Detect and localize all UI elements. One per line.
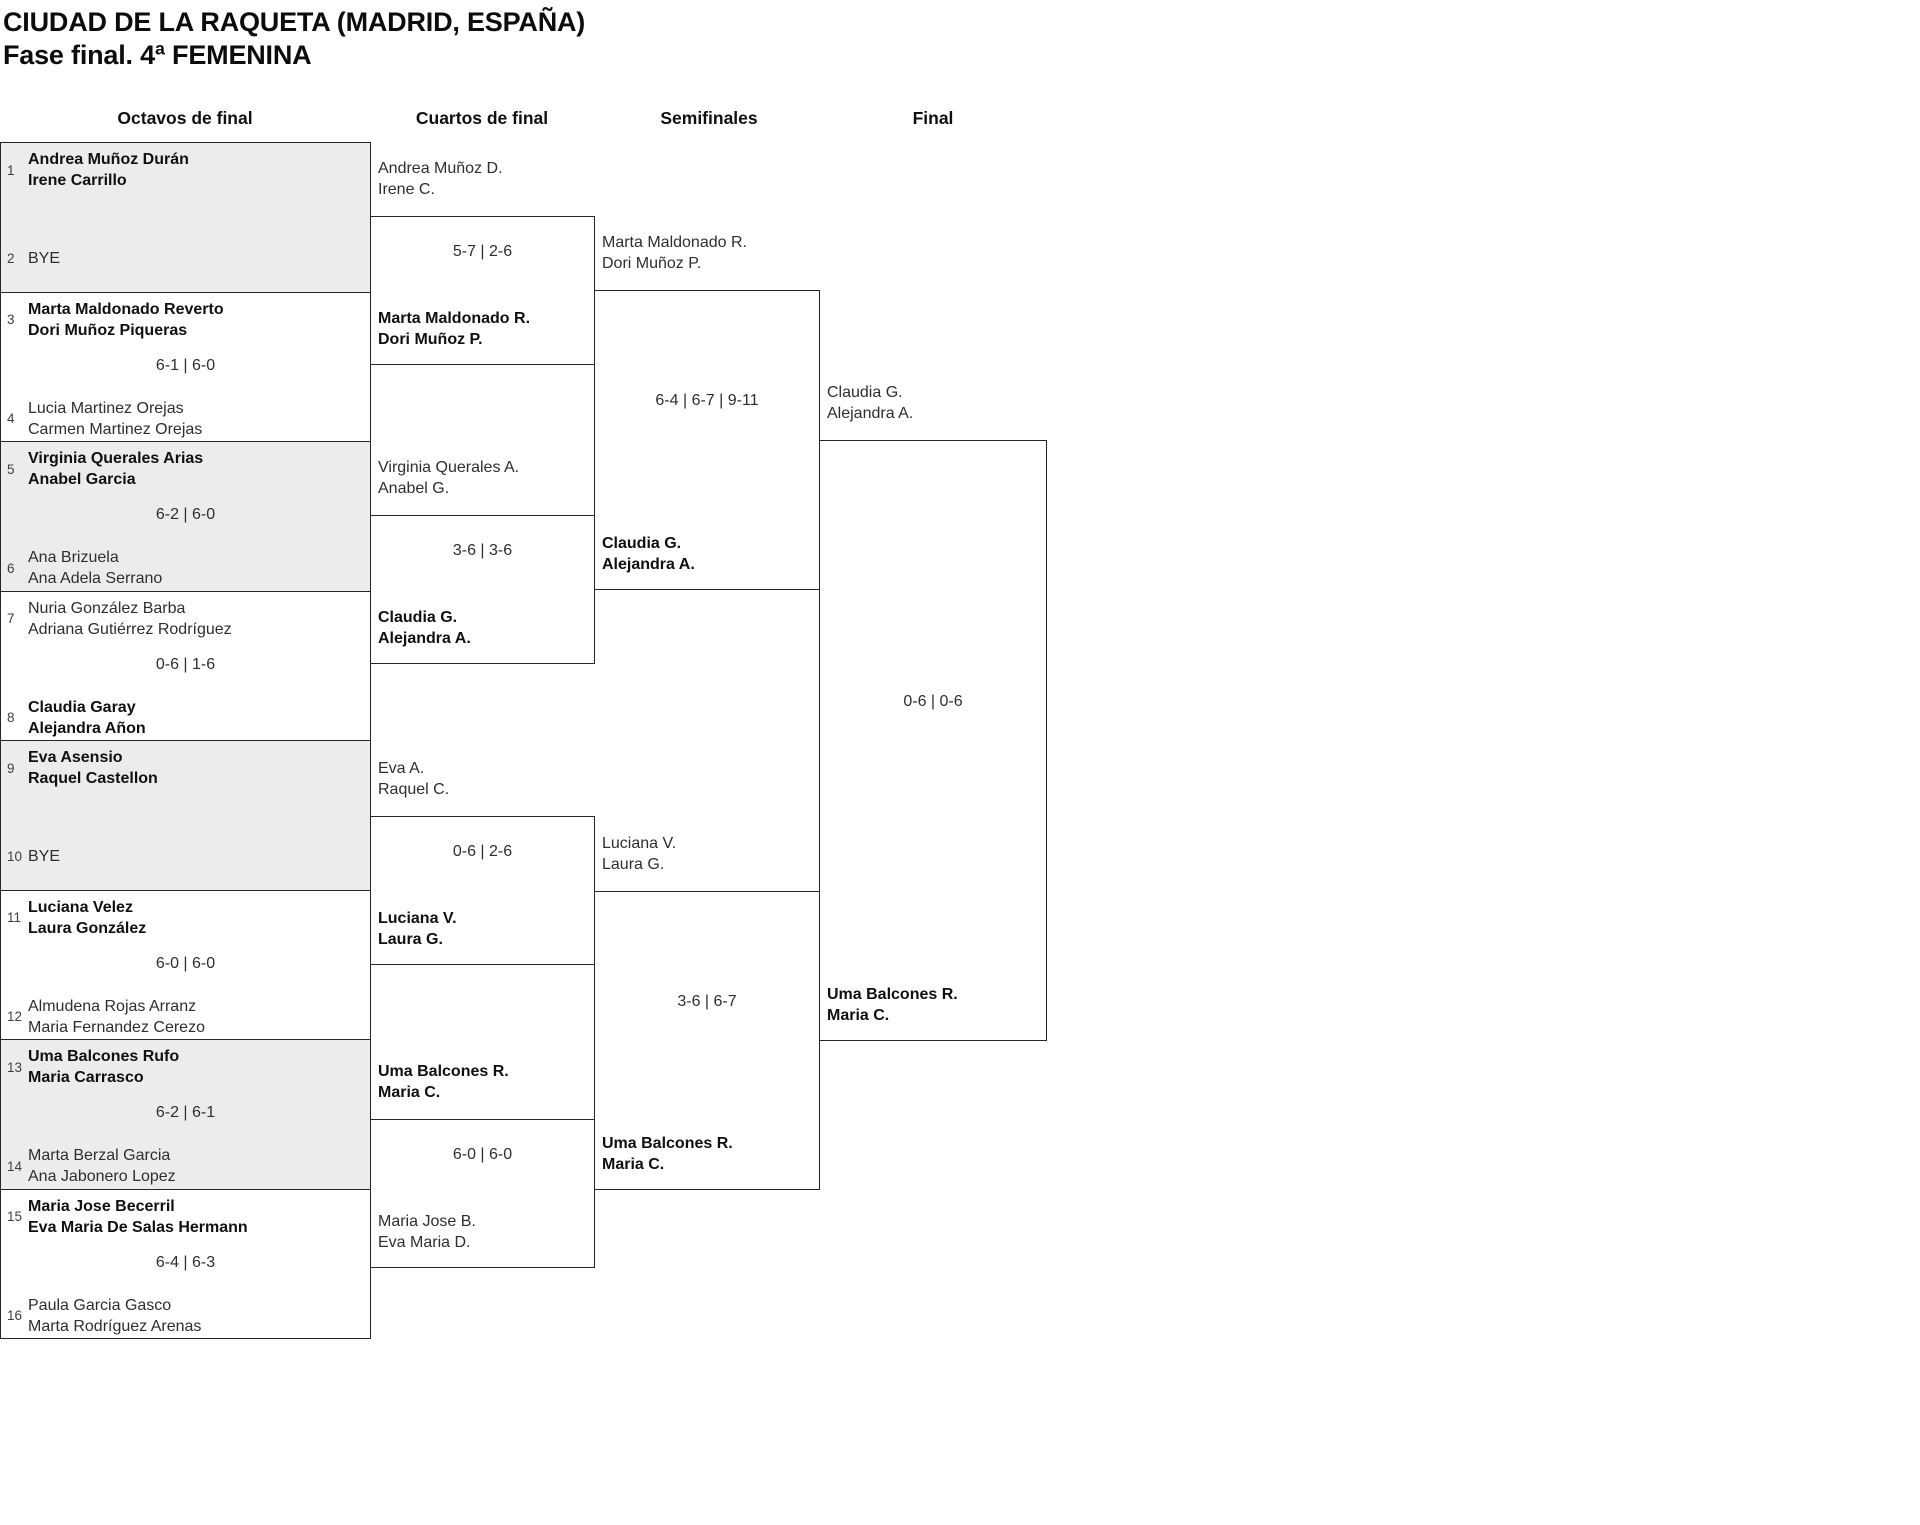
- team-names: Claudia Garay Alejandra Añon: [28, 698, 146, 737]
- team-entry: 10 BYE: [7, 846, 366, 867]
- team-entry: 5 Virginia Querales Arias Anabel Garcia: [7, 448, 366, 490]
- team-entry: 2 BYE: [7, 248, 366, 269]
- team-names: Claudia G. Alejandra A.: [602, 535, 695, 573]
- round-header-final: Final: [912, 108, 954, 128]
- seed-number: 2: [7, 251, 15, 266]
- r16-match-3: 5 Virginia Querales Arias Anabel Garcia …: [0, 441, 371, 592]
- seed-number: 8: [7, 710, 15, 725]
- r16-match-8: 15 Maria Jose Becerril Eva Maria De Sala…: [0, 1188, 371, 1339]
- team-names: Marta Maldonado Reverto Dori Muñoz Pique…: [28, 300, 224, 339]
- team-names: Virginia Querales Arias Anabel Garcia: [28, 450, 204, 488]
- match-score: 0-6 | 2-6: [452, 843, 513, 860]
- semifinal-match-2: Luciana V. Laura G. 3-6 | 6-7 Uma Balcon…: [594, 835, 820, 1190]
- page-title: CIUDAD DE LA RAQUETA (MADRID, ESPAÑA) Fa…: [3, 6, 585, 72]
- team-names: Marta Maldonado R. Dori Muñoz P.: [602, 234, 747, 272]
- match-score: 6-0 | 6-0: [452, 1146, 513, 1163]
- team-names: Maria Jose Becerril Eva Maria De Salas H…: [28, 1197, 248, 1236]
- team-names: Uma Balcones Rufo Maria Carrasco: [28, 1048, 180, 1086]
- semifinal-match-1: Marta Maldonado R. Dori Muñoz P. 6-4 | 6…: [594, 234, 820, 590]
- team-entry: 6 Ana Brizuela Ana Adela Serrano: [7, 547, 366, 589]
- team-names: Paula Garcia Gasco Marta Rodríguez Arena…: [28, 1296, 202, 1335]
- team-names: Eva A. Raquel C.: [378, 760, 450, 798]
- tournament-title: CIUDAD DE LA RAQUETA (MADRID, ESPAÑA): [3, 7, 586, 37]
- team-names: Maria Jose B. Eva Maria D.: [378, 1213, 476, 1251]
- team-entry: 4 Lucia Martinez Orejas Carmen Martinez …: [7, 398, 366, 440]
- team-entry: 1 Andrea Muñoz Durán Irene Carrillo: [7, 149, 366, 191]
- match-score: 6-4 | 6-3: [155, 1253, 216, 1271]
- team-names: BYE: [28, 848, 61, 865]
- team-entry: 8 Claudia Garay Alejandra Añon: [7, 697, 366, 739]
- category-subtitle: Fase final. 4ª FEMENINA: [3, 40, 312, 70]
- team-entry: 12 Almudena Rojas Arranz Maria Fernandez…: [7, 996, 366, 1038]
- seed-number: 7: [7, 611, 15, 626]
- team-names: Ana Brizuela Ana Adela Serrano: [28, 549, 163, 587]
- seed-number: 1: [7, 162, 15, 178]
- team-entry: 16 Paula Garcia Gasco Marta Rodríguez Ar…: [7, 1295, 366, 1337]
- r16-match-6: 11 Luciana Velez Laura González 6-0 | 6-…: [0, 889, 371, 1040]
- team-names: Eva Asensio Raquel Castellon: [28, 749, 158, 787]
- quarterfinal-match-2: Virginia Querales A. Anabel G. 3-6 | 3-6…: [370, 459, 595, 664]
- team-names: Andrea Muñoz D. Irene C.: [378, 160, 503, 198]
- r16-match-4: 7 Nuria González Barba Adriana Gutiérrez…: [0, 590, 371, 741]
- quarterfinal-match-3: Eva A. Raquel C. 0-6 | 2-6 Luciana V. La…: [370, 760, 595, 965]
- team-entry: 15 Maria Jose Becerril Eva Maria De Sala…: [7, 1196, 366, 1238]
- r16-match-1: 1 Andrea Muñoz Durán Irene Carrillo 2 BY…: [0, 142, 371, 293]
- seed-number: 5: [7, 461, 15, 477]
- team-names: Luciana Velez Laura González: [28, 898, 147, 937]
- team-names: Claudia G. Alejandra A.: [827, 384, 914, 422]
- seed-number: 11: [7, 910, 22, 925]
- seed-number: 15: [7, 1209, 23, 1224]
- team-names: Virginia Querales A. Anabel G.: [378, 459, 520, 497]
- match-score: 0-6 | 0-6: [903, 693, 963, 710]
- seed-number: 13: [7, 1059, 23, 1075]
- team-names: Andrea Muñoz Durán Irene Carrillo: [28, 151, 189, 189]
- match-score: 6-1 | 6-0: [155, 356, 216, 374]
- team-names: Luciana V. Laura G.: [378, 910, 457, 948]
- seed-number: 10: [7, 849, 23, 864]
- team-names: Claudia G. Alejandra A.: [378, 609, 471, 647]
- match-score: 6-2 | 6-0: [155, 506, 216, 523]
- seed-number: 6: [7, 560, 15, 576]
- match-score: 6-2 | 6-1: [155, 1104, 216, 1121]
- r16-match-5: 9 Eva Asensio Raquel Castellon 10 BYE: [0, 740, 371, 891]
- team-names: Uma Balcones R. Maria C.: [827, 986, 958, 1024]
- match-score: 0-6 | 1-6: [155, 655, 216, 673]
- round-header-semifinales: Semifinales: [660, 108, 758, 128]
- round-header-cuartos: Cuartos de final: [415, 108, 549, 128]
- r16-match-2: 3 Marta Maldonado Reverto Dori Muñoz Piq…: [0, 291, 371, 442]
- team-names: Lucia Martinez Orejas Carmen Martinez Or…: [28, 399, 203, 438]
- team-entry: 13 Uma Balcones Rufo Maria Carrasco: [7, 1046, 366, 1088]
- match-score: 3-6 | 3-6: [452, 542, 513, 559]
- round-of-16-column: 1 Andrea Muñoz Durán Irene Carrillo 2 BY…: [0, 142, 371, 1339]
- quarterfinal-match-4: Uma Balcones R. Maria C. 6-0 | 6-0 Maria…: [370, 1063, 595, 1268]
- round-header-octavos: Octavos de final: [117, 108, 253, 128]
- match-score: 3-6 | 6-7: [677, 993, 737, 1010]
- team-entry: 14 Marta Berzal Garcia Ana Jabonero Lope…: [7, 1145, 366, 1187]
- team-entry: 3 Marta Maldonado Reverto Dori Muñoz Piq…: [7, 299, 366, 341]
- team-entry: 11 Luciana Velez Laura González: [7, 897, 366, 939]
- team-names: Marta Maldonado R. Dori Muñoz P.: [378, 310, 531, 348]
- seed-number: 14: [7, 1158, 23, 1174]
- seed-number: 9: [7, 760, 15, 776]
- team-names: Luciana V. Laura G.: [602, 835, 677, 873]
- team-names: Nuria González Barba Adriana Gutiérrez R…: [28, 599, 232, 638]
- seed-number: 4: [7, 411, 15, 426]
- match-score: 5-7 | 2-6: [452, 243, 513, 260]
- seed-number: 16: [7, 1308, 23, 1323]
- match-score: 6-4 | 6-7 | 9-11: [655, 392, 759, 409]
- team-names: Marta Berzal Garcia Ana Jabonero Lopez: [28, 1147, 176, 1185]
- quarterfinal-match-1: Andrea Muñoz D. Irene C. 5-7 | 2-6 Marta…: [370, 160, 595, 365]
- r16-match-7: 13 Uma Balcones Rufo Maria Carrasco 6-2 …: [0, 1039, 371, 1190]
- seed-number: 3: [7, 312, 15, 327]
- seed-number: 12: [7, 1009, 23, 1024]
- team-names: Uma Balcones R. Maria C.: [602, 1135, 733, 1173]
- team-entry: 7 Nuria González Barba Adriana Gutiérrez…: [7, 598, 366, 640]
- final-match: Claudia G. Alejandra A. 0-6 | 0-6 Uma Ba…: [819, 384, 1047, 1041]
- team-names: BYE: [28, 250, 61, 267]
- match-score: 6-0 | 6-0: [155, 954, 216, 972]
- team-entry: 9 Eva Asensio Raquel Castellon: [7, 747, 366, 789]
- team-names: Almudena Rojas Arranz Maria Fernandez Ce…: [28, 997, 205, 1036]
- team-names: Uma Balcones R. Maria C.: [378, 1063, 509, 1101]
